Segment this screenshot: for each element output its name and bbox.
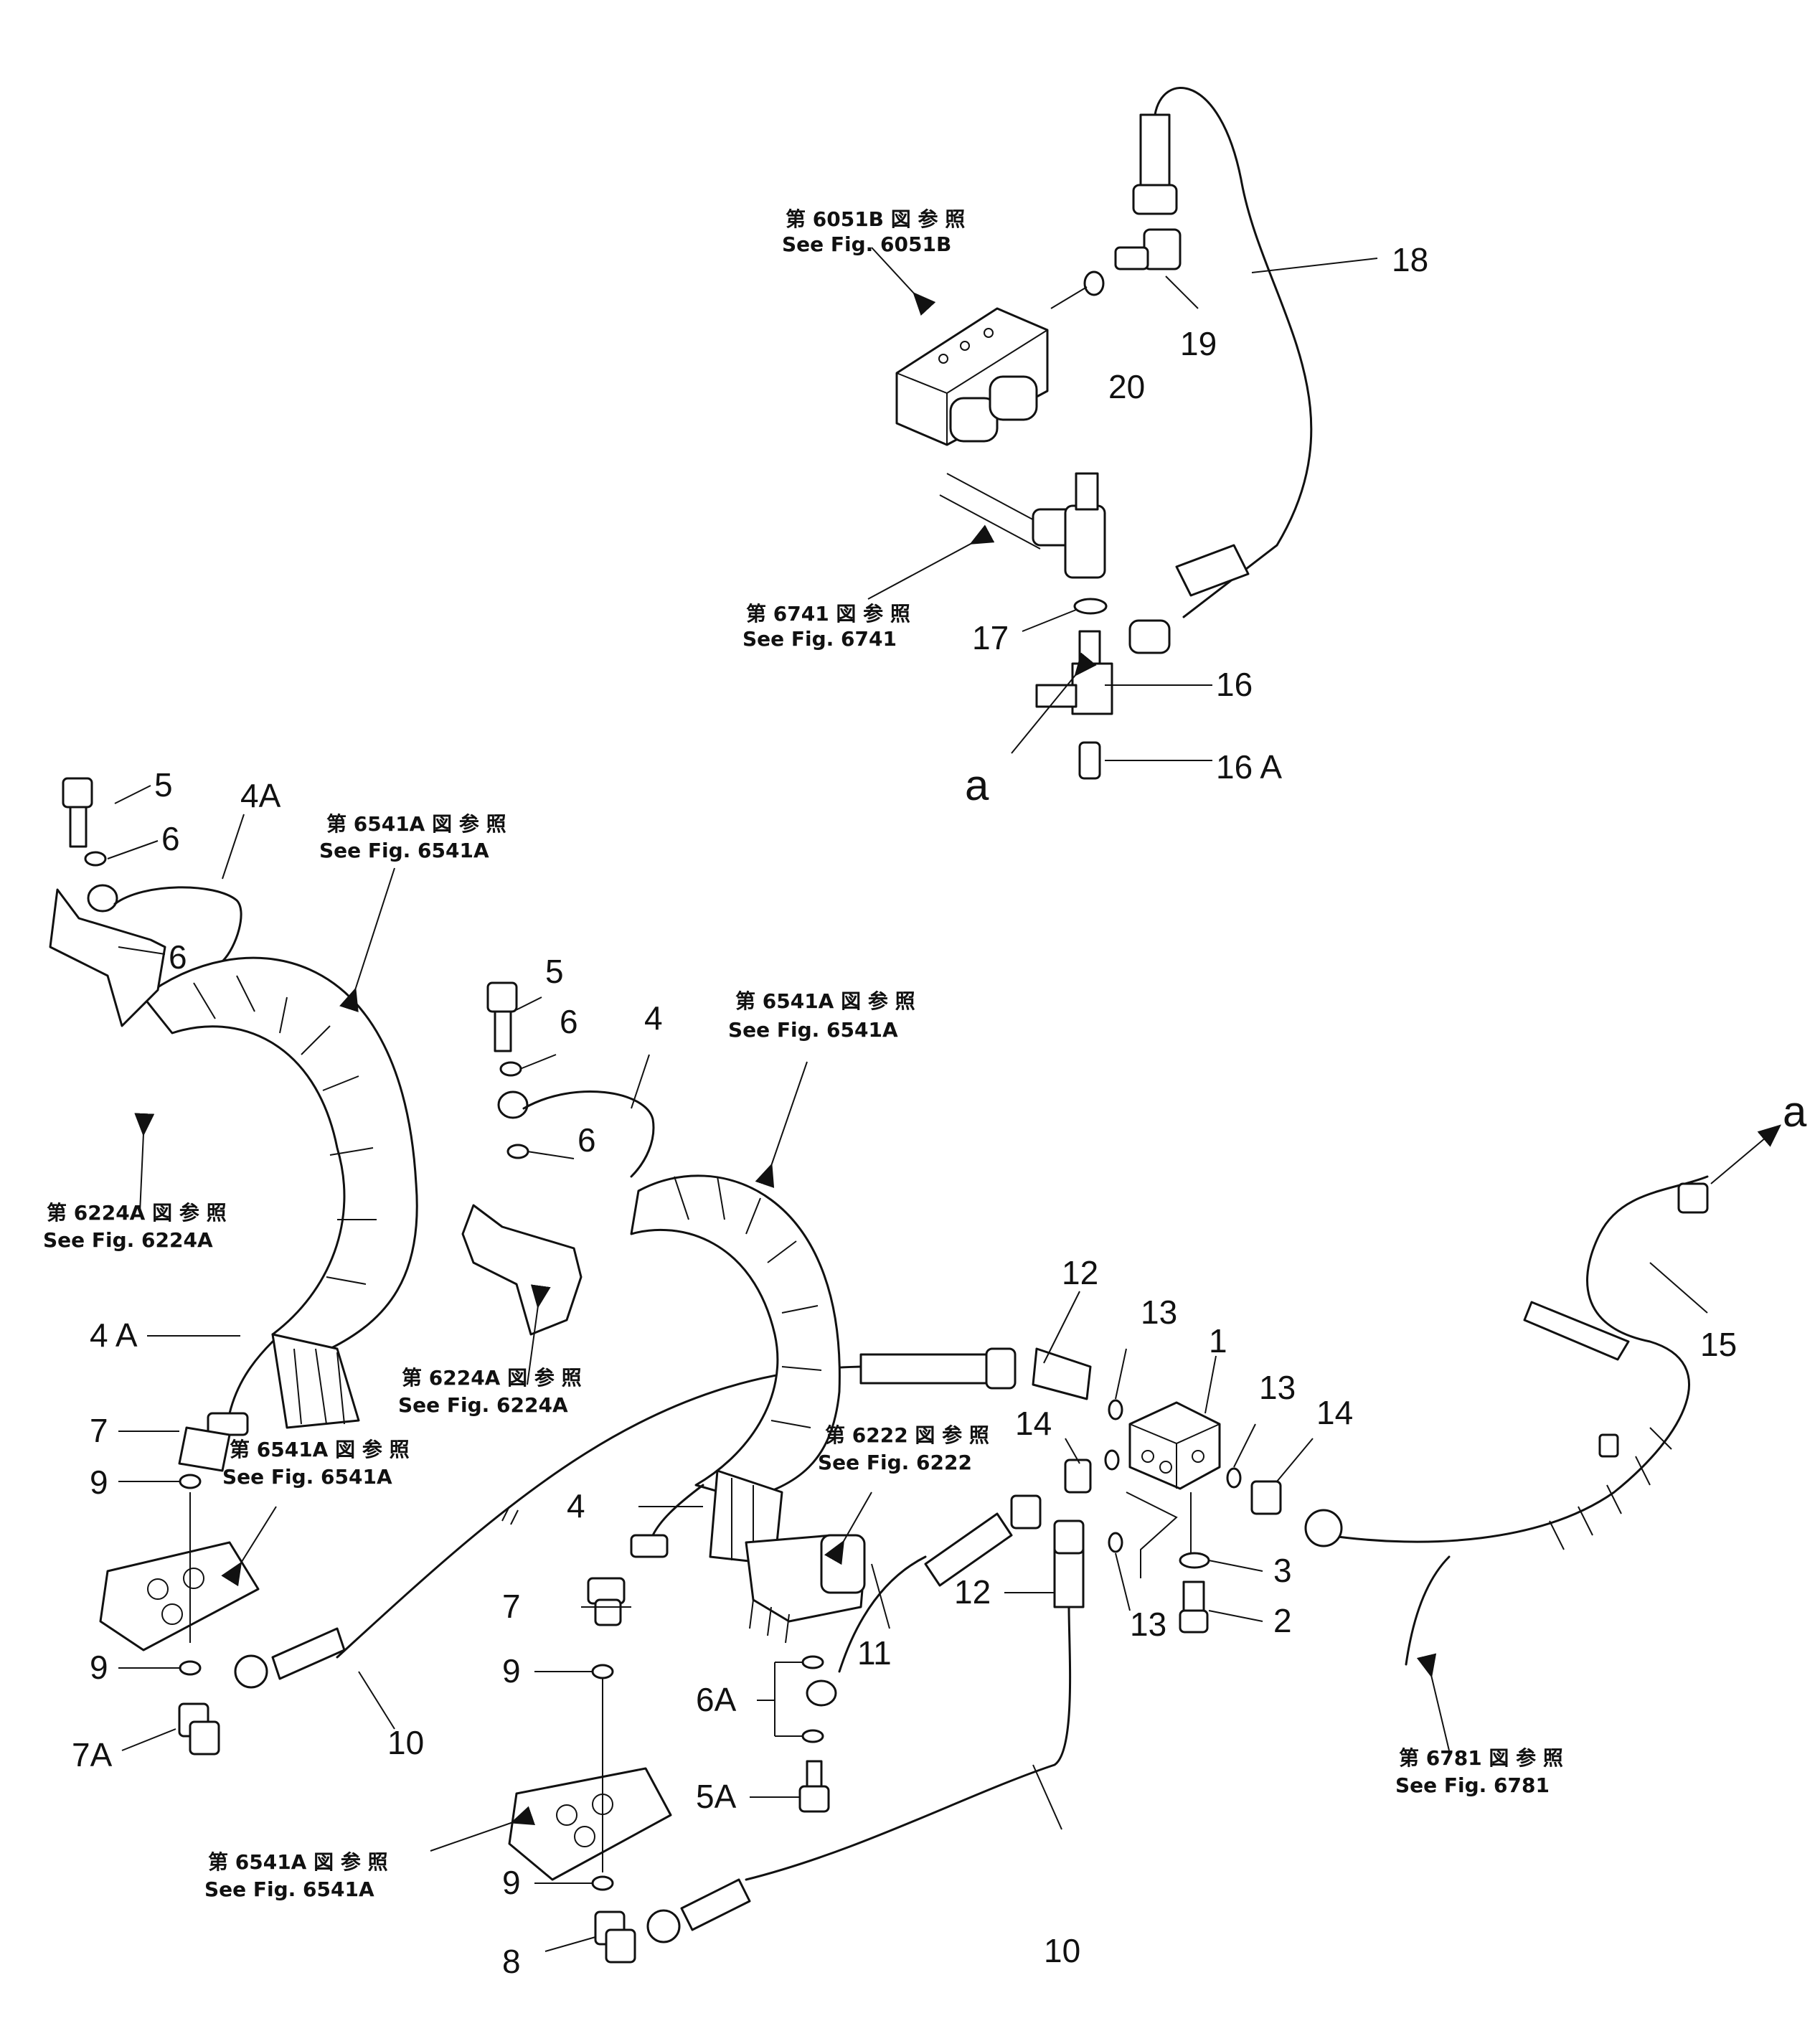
- pressure-switch-6741: [939, 472, 1106, 579]
- callout-15: 15: [1700, 1326, 1737, 1363]
- hose-11: [774, 1494, 1042, 1813]
- callout-1: 1: [1209, 1322, 1227, 1360]
- callout-7-center: 7: [502, 1588, 521, 1625]
- callout-4-top: 4: [644, 999, 663, 1037]
- callout-7-left: 7: [90, 1412, 108, 1449]
- callout-14-left: 14: [1015, 1405, 1052, 1442]
- elbow-19-nipple: [1114, 246, 1149, 270]
- callout-10-left: 10: [387, 1724, 424, 1761]
- hose-15: [1304, 1175, 1709, 1666]
- callout-11: 11: [857, 1634, 892, 1672]
- ref-6224A-1-jp: 第 6224A 図 参 照: [47, 1201, 227, 1225]
- callout-16: 16: [1216, 666, 1253, 703]
- ref-6541A-3-jp: 第 6541A 図 参 照: [230, 1438, 410, 1461]
- callout-13-bottom: 13: [1130, 1606, 1166, 1643]
- callout-9-left-top: 9: [90, 1464, 108, 1501]
- callout-13-top: 13: [1141, 1293, 1177, 1331]
- ref-6051B-en: See Fig. 6051B: [782, 232, 951, 256]
- callout-a-top: a: [965, 761, 989, 809]
- ref-6224A-1-en: See Fig. 6224A: [43, 1228, 213, 1252]
- valve-block-6051b: [895, 307, 1049, 446]
- callout-9-center-top: 9: [502, 1652, 521, 1690]
- ref-6224A-2-en: See Fig. 6224A: [398, 1393, 568, 1417]
- callout-9-center-bottom: 9: [502, 1864, 521, 1901]
- callout-4-bottom: 4: [567, 1487, 585, 1525]
- callout-5A: 5A: [696, 1778, 737, 1815]
- elbow-19: [1143, 228, 1182, 270]
- callout-10-bottom: 10: [1044, 1932, 1080, 1969]
- ref-6222-jp: 第 6222 図 参 照: [825, 1423, 989, 1447]
- connector-6222: [745, 1534, 866, 1644]
- ref-6541A-3-en: See Fig. 6541A: [222, 1465, 392, 1489]
- callout-18: 18: [1392, 241, 1428, 278]
- ref-6051B-jp: 第 6051B 図 参 照: [786, 207, 965, 231]
- callout-a-right: a: [1783, 1088, 1807, 1136]
- ref-6224A-2-jp: 第 6224A 図 参 照: [402, 1366, 582, 1390]
- figure-references: 第 6051B 図 参 照 See Fig. 6051B 第 6741 図 参 …: [43, 207, 1563, 1901]
- ref-6222-en: See Fig. 6222: [818, 1451, 972, 1474]
- callout-13-right: 13: [1259, 1369, 1296, 1406]
- callout-6-center-top: 6: [560, 1003, 578, 1040]
- ref-6781-en: See Fig. 6781: [1395, 1773, 1550, 1797]
- callout-19: 19: [1180, 325, 1217, 362]
- ref-6541A-1-en: See Fig. 6541A: [319, 839, 489, 862]
- callout-14-right: 14: [1316, 1394, 1353, 1431]
- ref-6741-jp: 第 6741 図 参 照: [746, 602, 910, 626]
- callout-5-center: 5: [545, 953, 564, 990]
- hose-18: [1128, 87, 1313, 654]
- harness-left-4A: [49, 777, 418, 1472]
- callout-6-center-bottom: 6: [577, 1121, 596, 1159]
- callout-17: 17: [972, 619, 1009, 656]
- callout-12-bottom: 12: [954, 1573, 991, 1611]
- callout-8: 8: [502, 1943, 521, 1980]
- ref-6541A-2-jp: 第 6541A 図 参 照: [735, 989, 915, 1013]
- ref-6541A-2-en: See Fig. 6541A: [728, 1018, 898, 1042]
- callout-16A: 16 A: [1216, 748, 1282, 786]
- callout-12-top: 12: [1062, 1254, 1098, 1291]
- callout-4A-top: 4A: [240, 777, 281, 814]
- oring-20: [1083, 270, 1105, 296]
- ref-6781-jp: 第 6781 図 参 照: [1399, 1746, 1563, 1770]
- callout-7A: 7A: [72, 1736, 113, 1773]
- tee-16: [1035, 598, 1113, 780]
- callout-2: 2: [1273, 1602, 1292, 1639]
- callout-6-left-top: 6: [161, 820, 180, 857]
- callout-6A: 6A: [696, 1681, 737, 1718]
- leader-lines: [107, 247, 1782, 1952]
- hose-10-bottom: [646, 1519, 1085, 1943]
- callout-5-left: 5: [154, 766, 173, 804]
- callout-6-left-bottom: 6: [169, 938, 187, 976]
- callout-3: 3: [1273, 1552, 1292, 1589]
- callout-9-left-bottom: 9: [90, 1649, 108, 1686]
- ref-6541A-4-en: See Fig. 6541A: [204, 1877, 374, 1901]
- callout-labels: 18 19 20 17 16 16 A a a 5 6 6 4A 4 A 7 9…: [72, 241, 1807, 1980]
- ref-6541A-4-jp: 第 6541A 図 参 照: [208, 1850, 388, 1874]
- manifold-left: [99, 1474, 260, 1756]
- callout-4A-bottom: 4 A: [90, 1316, 138, 1354]
- manifold-center: [508, 1577, 672, 1964]
- ref-6541A-1-jp: 第 6541A 図 参 照: [326, 812, 506, 836]
- block-1: [1032, 1347, 1282, 1634]
- harness-center-4: [461, 981, 841, 1565]
- callout-20: 20: [1108, 368, 1145, 405]
- ref-6741-en: See Fig. 6741: [742, 627, 897, 651]
